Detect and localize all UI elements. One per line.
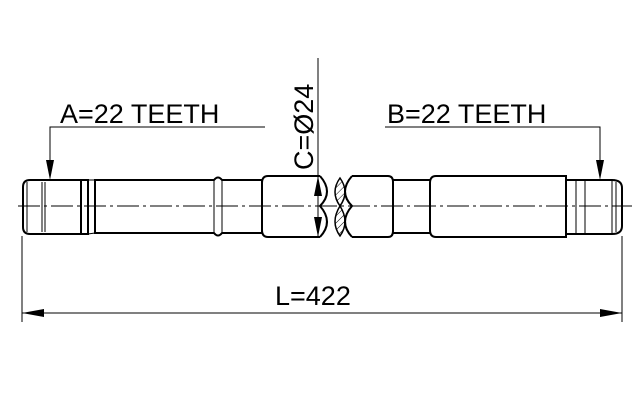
- length-label: L=422: [275, 281, 351, 311]
- shaft-outline: [22, 175, 623, 238]
- b-teeth-label: B=22 TEETH: [387, 99, 546, 129]
- diameter-label: C=Ø24: [289, 84, 319, 170]
- length-dimension: [21, 236, 623, 322]
- a-leader: [46, 126, 265, 180]
- diameter-dimension: [314, 58, 322, 237]
- b-leader: [385, 126, 604, 180]
- a-teeth-label: A=22 TEETH: [60, 99, 219, 129]
